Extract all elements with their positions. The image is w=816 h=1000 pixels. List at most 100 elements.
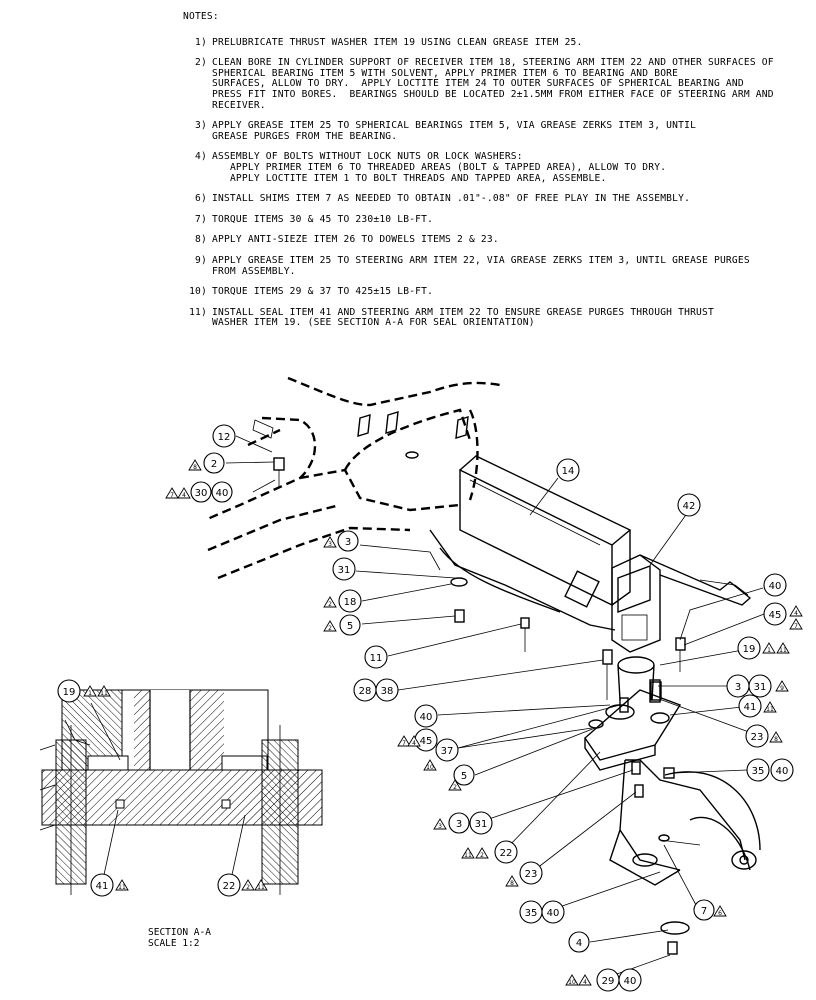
steering-knuckle (609, 759, 761, 886)
balloon-41: 41 (738, 694, 762, 718)
note-flag: 2 (448, 779, 462, 791)
balloon-29: 29 (596, 968, 620, 992)
fasteners (273, 457, 690, 955)
note-flag: 4 (407, 735, 421, 747)
svg-text:4: 4 (583, 979, 587, 986)
svg-text:2: 2 (246, 884, 250, 891)
svg-text:45: 45 (769, 610, 782, 621)
note-flag: 11 (776, 642, 790, 654)
note-flag: 8 (505, 875, 519, 887)
svg-text:40: 40 (624, 976, 637, 987)
frame-slots (252, 411, 469, 459)
balloon-5: 5 (339, 614, 361, 636)
svg-text:5: 5 (347, 621, 353, 632)
svg-text:3: 3 (735, 682, 741, 693)
note-flag: 2 (241, 879, 255, 891)
frame-phantom-outline (204, 376, 501, 580)
svg-text:1: 1 (767, 647, 771, 654)
balloon-11: 11 (364, 645, 388, 669)
svg-text:3: 3 (456, 819, 462, 830)
note-flag: 7 (397, 735, 411, 747)
svg-text:22: 22 (223, 881, 236, 892)
note-flag: 3 (323, 536, 337, 548)
balloon-40: 40 (763, 573, 787, 597)
note-flag: 9 (775, 680, 789, 692)
notes-title: NOTES: (183, 11, 219, 22)
svg-text:19: 19 (743, 644, 756, 655)
note-flag: 3 (433, 818, 447, 830)
note-item: 4)ASSEMBLY OF BOLTS WITHOUT LOCK NUTS OR… (183, 152, 803, 184)
svg-text:11: 11 (257, 884, 265, 891)
section-scale: SCALE 1:2 (148, 937, 200, 949)
svg-text:37: 37 (441, 746, 454, 757)
note-item: 1)PRELUBRICATE THRUST WASHER ITEM 19 USI… (183, 36, 803, 49)
balloon-45: 45 (763, 602, 787, 626)
note-number: 4) (195, 151, 207, 163)
note-number: 7) (195, 213, 207, 225)
note-flag: 10 (423, 759, 437, 771)
note-item: 2)CLEAN BORE IN CYLINDER SUPPORT OF RECE… (183, 57, 803, 111)
note-item: 6)INSTALL SHIMS ITEM 7 AS NEEDED TO OBTA… (183, 194, 803, 205)
cylinder-bracket (611, 554, 752, 653)
svg-text:4: 4 (182, 492, 186, 499)
svg-text:7: 7 (701, 906, 707, 917)
svg-text:4: 4 (794, 610, 798, 617)
svg-text:3: 3 (438, 823, 442, 830)
balloon-3: 3 (448, 812, 470, 834)
note-flag: 11 (115, 879, 129, 891)
svg-text:14: 14 (562, 466, 575, 477)
balloon-28: 28 (353, 678, 377, 702)
note-item: 9)APPLY GREASE ITEM 25 TO STEERING ARM I… (183, 255, 803, 277)
svg-text:31: 31 (338, 565, 351, 576)
note-flag: 8 (188, 459, 202, 471)
svg-text:7: 7 (794, 623, 798, 630)
svg-text:12: 12 (218, 432, 231, 443)
svg-text:2: 2 (453, 784, 457, 791)
balloon-22: 22 (217, 873, 241, 897)
balloon-31: 31 (469, 811, 493, 835)
balloon-2: 2 (203, 452, 225, 474)
balloon-37: 37 (435, 738, 459, 762)
note-flag: 1 (83, 685, 97, 697)
svg-text:11: 11 (370, 653, 383, 664)
svg-text:2: 2 (328, 625, 332, 632)
note-number: 10) (189, 286, 207, 298)
section-a-a-view (39, 689, 323, 895)
svg-text:11: 11 (464, 852, 472, 859)
assembly-notes: NOTES: 1)PRELUBRICATE THRUST WASHER ITEM… (183, 11, 803, 339)
balloon-31: 31 (748, 674, 772, 698)
svg-text:29: 29 (602, 976, 615, 987)
svg-text:4: 4 (576, 938, 582, 949)
svg-text:4: 4 (412, 740, 416, 747)
note-text: TORQUE ITEMS 30 & 45 TO 230±10 LB-FT. (212, 213, 434, 225)
note-item: 8)APPLY ANTI-SIEZE ITEM 26 TO DOWELS ITE… (183, 235, 803, 246)
note-flag: 10 (565, 974, 579, 986)
note-flag: 11 (97, 685, 111, 697)
svg-text:10: 10 (568, 979, 576, 986)
note-item: 11)INSTALL SEAL ITEM 41 AND STEERING ARM… (183, 306, 803, 329)
balloon-7: 7 (693, 899, 715, 921)
note-text: PRELUBRICATE THRUST WASHER ITEM 19 USING… (212, 36, 583, 48)
note-text: APPLY ANTI-SIEZE ITEM 26 TO DOWELS ITEMS… (212, 234, 499, 246)
note-item: 7) TORQUE ITEMS 30 & 45 TO 230±10 LB-FT. (183, 213, 803, 226)
svg-text:5: 5 (461, 771, 467, 782)
balloon-40: 40 (618, 968, 642, 992)
svg-text:30: 30 (195, 488, 208, 499)
svg-text:40: 40 (776, 766, 789, 777)
svg-text:3: 3 (345, 537, 351, 548)
balloon-23: 23 (745, 724, 769, 748)
svg-text:42: 42 (683, 501, 696, 512)
balloon-42: 42 (677, 493, 701, 517)
svg-text:11: 11 (779, 647, 787, 654)
note-flag: 11 (254, 879, 268, 891)
note-text: INSTALL SEAL ITEM 41 AND STEERING ARM IT… (212, 306, 714, 329)
svg-text:7: 7 (170, 492, 174, 499)
svg-text:35: 35 (752, 766, 765, 777)
svg-text:2: 2 (328, 601, 332, 608)
balloon-35: 35 (519, 900, 543, 924)
svg-text:23: 23 (525, 869, 538, 880)
note-text: CLEAN BORE IN CYLINDER SUPPORT OF RECEIV… (212, 57, 774, 111)
item-balloons: 12 2 30 40 14 42 3 31 18 5 40 45 11 19 2… (57, 424, 794, 992)
balloon-35: 35 (746, 758, 770, 782)
